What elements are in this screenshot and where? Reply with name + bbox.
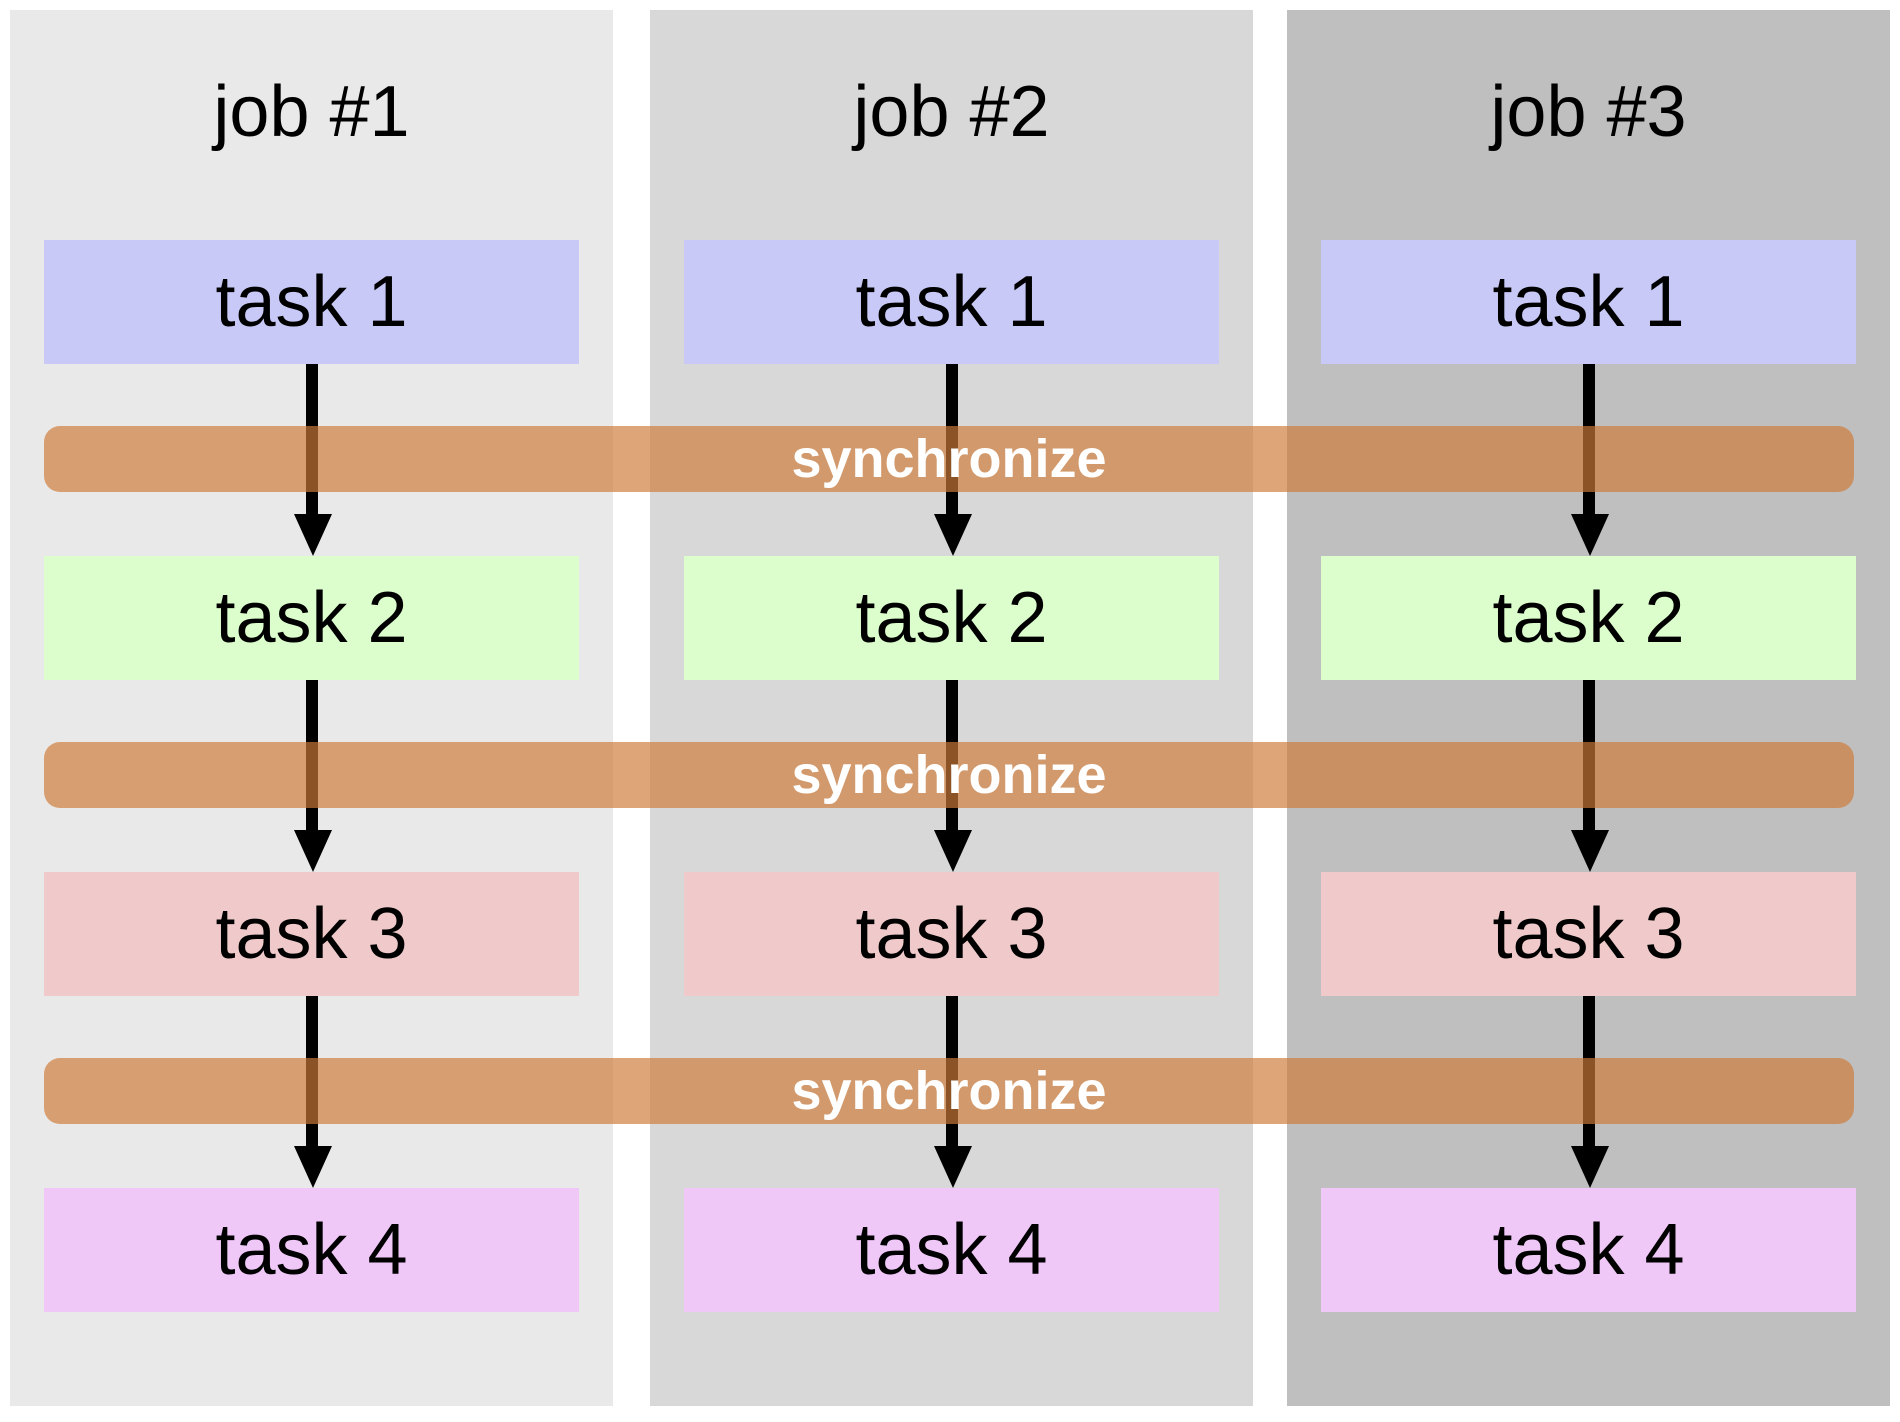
arrow-down-icon — [294, 1146, 332, 1188]
task-box: task 1 — [1321, 240, 1856, 364]
task-box: task 2 — [44, 556, 579, 680]
task-box: task 4 — [1321, 1188, 1856, 1312]
task-box: task 4 — [684, 1188, 1219, 1312]
task-box: task 2 — [684, 556, 1219, 680]
sync-bar-label: synchronize — [791, 745, 1107, 805]
arrow-down-icon — [934, 830, 972, 872]
job-title: job #2 — [853, 72, 1050, 152]
task-box: task 3 — [44, 872, 579, 996]
job-title: job #1 — [213, 72, 410, 152]
task-box: task 3 — [684, 872, 1219, 996]
arrow-down-icon — [934, 514, 972, 556]
job-column-2: job #2 task 1 task 2 task 3 task 4 — [650, 10, 1253, 1406]
arrow-down-icon — [294, 514, 332, 556]
arrow-down-icon — [294, 830, 332, 872]
arrow-down-icon — [1571, 514, 1609, 556]
task-box: task 1 — [44, 240, 579, 364]
job-column-3: job #3 task 1 task 2 task 3 task 4 — [1287, 10, 1890, 1406]
task-box: task 3 — [1321, 872, 1856, 996]
sync-bar: synchronize — [44, 742, 1854, 808]
arrow-down-icon — [1571, 1146, 1609, 1188]
sync-bar-label: synchronize — [791, 429, 1107, 489]
sync-bar: synchronize — [44, 1058, 1854, 1124]
job-column-1: job #1 task 1 task 2 task 3 task 4 — [10, 10, 613, 1406]
sync-bar: synchronize — [44, 426, 1854, 492]
job-title: job #3 — [1490, 72, 1687, 152]
arrow-down-icon — [1571, 830, 1609, 872]
task-box: task 1 — [684, 240, 1219, 364]
sync-bar-label: synchronize — [791, 1061, 1107, 1121]
task-box: task 2 — [1321, 556, 1856, 680]
arrow-down-icon — [934, 1146, 972, 1188]
task-box: task 4 — [44, 1188, 579, 1312]
